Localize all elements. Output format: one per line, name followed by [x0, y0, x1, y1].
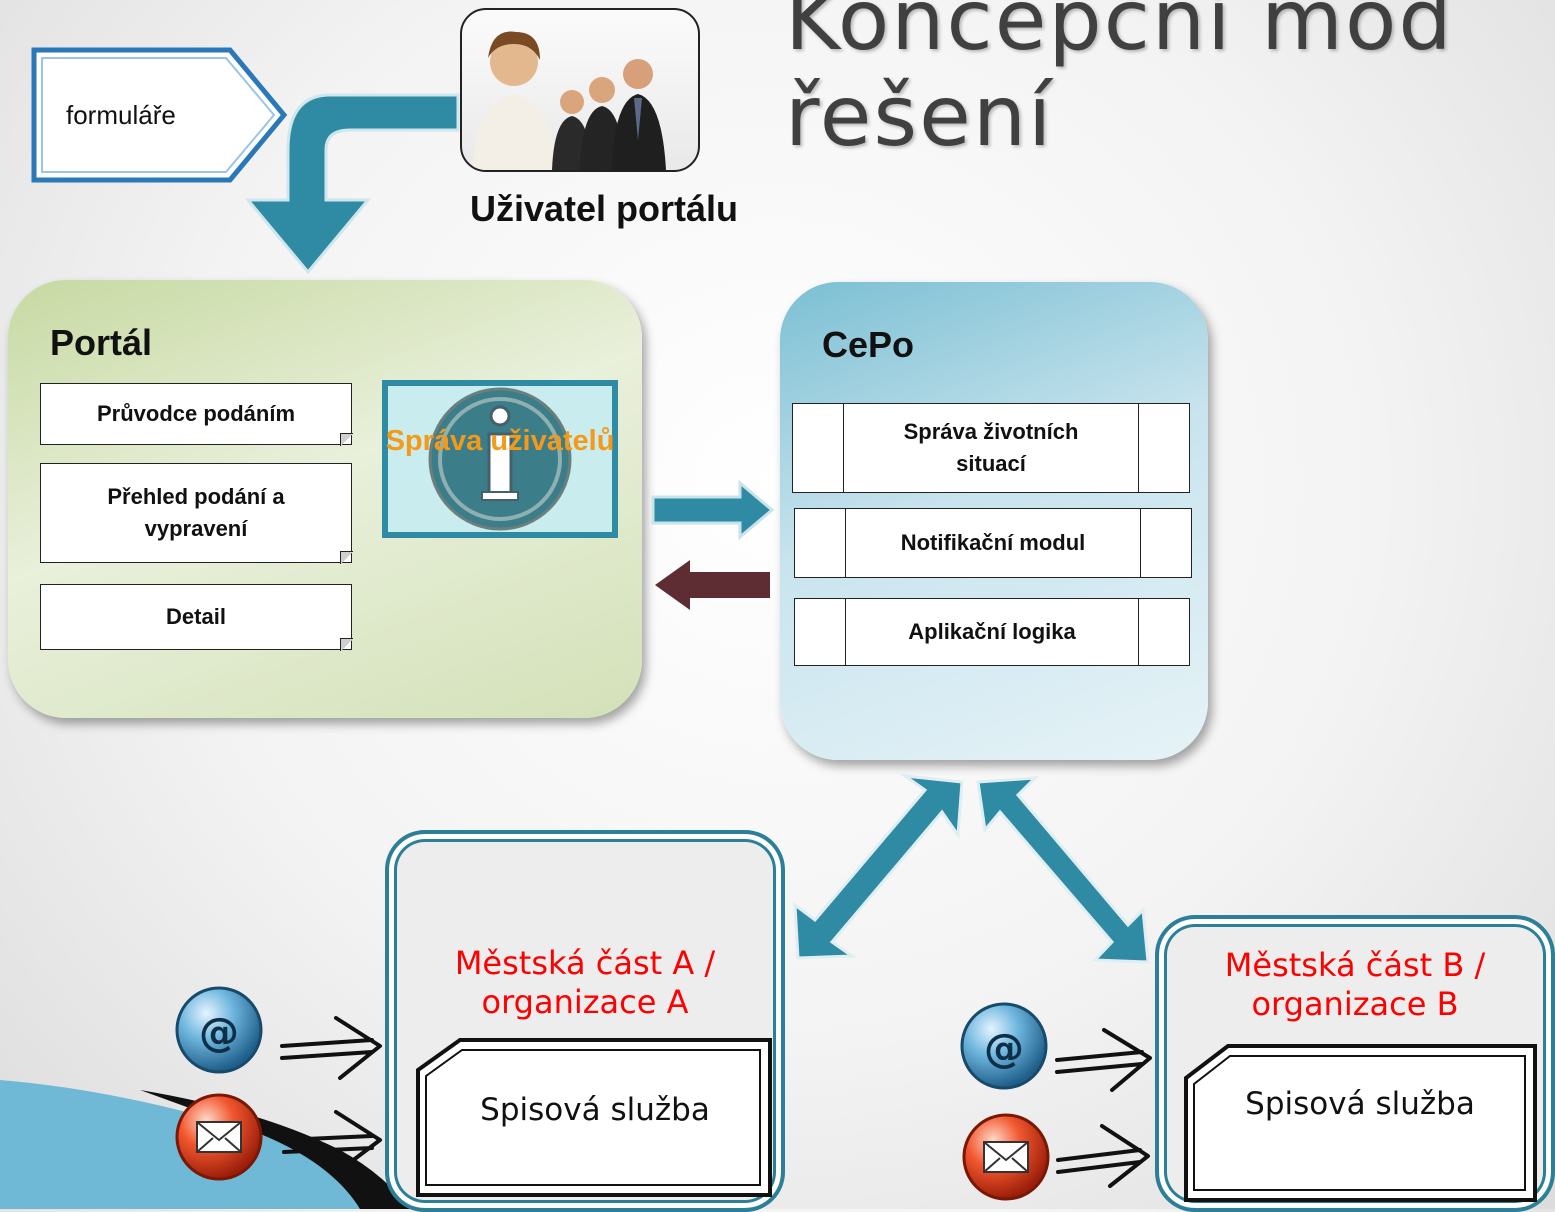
- filing-label: Spisová služba: [480, 1092, 710, 1128]
- portal-item-overview[interactable]: Přehled podání a vypravení: [40, 463, 353, 564]
- portal-item-label: Detail: [166, 604, 226, 629]
- slide-title: Koncepční mod řešení: [785, 0, 1454, 165]
- cepo-module-app-logic[interactable]: Aplikační logika: [794, 598, 1190, 666]
- email-at-icon: @: [175, 986, 263, 1074]
- cepo-title: CePo: [822, 324, 915, 365]
- portal-item-detail[interactable]: Detail: [40, 584, 353, 651]
- cepo-module-notifications[interactable]: Notifikační modul: [794, 508, 1192, 578]
- portal-item-label: Průvodce podáním: [96, 401, 296, 426]
- curved-arrow: [244, 93, 460, 275]
- portal-title: Portál: [50, 322, 153, 363]
- district-b-filing[interactable]: Spisová služba: [1200, 1074, 1520, 1134]
- people-photo: [460, 8, 700, 172]
- envelope-mail-icon: [962, 1113, 1050, 1201]
- link-arrow-a: [793, 773, 964, 960]
- return-arrow: [655, 560, 770, 610]
- user-label: Uživatel portálu: [470, 188, 739, 229]
- module-label: Správa životních situací: [903, 419, 1079, 476]
- svg-text:@: @: [199, 1010, 239, 1056]
- svg-text:@: @: [984, 1026, 1024, 1072]
- forms-label: formuláře: [66, 100, 176, 130]
- district-a-title: Městská část A / organizace A: [454, 944, 716, 1021]
- district-a-filing[interactable]: Spisová služba: [430, 1080, 760, 1140]
- email-at-icon: @: [960, 1002, 1048, 1090]
- district-b-title: Městská část B / organizace B: [1224, 946, 1486, 1023]
- forward-arrow: [651, 479, 775, 541]
- portal-item-label: Přehled podání a vypravení: [107, 484, 285, 541]
- portal-item-guide[interactable]: Průvodce podáním: [40, 383, 353, 446]
- user-admin-label: Správa uživatelů: [385, 425, 615, 457]
- filing-label: Spisová služba: [1245, 1086, 1475, 1122]
- module-label: Notifikační modul: [900, 530, 1086, 555]
- cepo-module-life-situations[interactable]: Správa životních situací: [792, 403, 1190, 493]
- module-label: Aplikační logika: [908, 619, 1076, 644]
- link-arrow-b: [976, 776, 1150, 964]
- envelope-mail-icon: [175, 1093, 263, 1181]
- people-illustration: [472, 31, 666, 170]
- channel-arrows: [280, 1016, 1152, 1188]
